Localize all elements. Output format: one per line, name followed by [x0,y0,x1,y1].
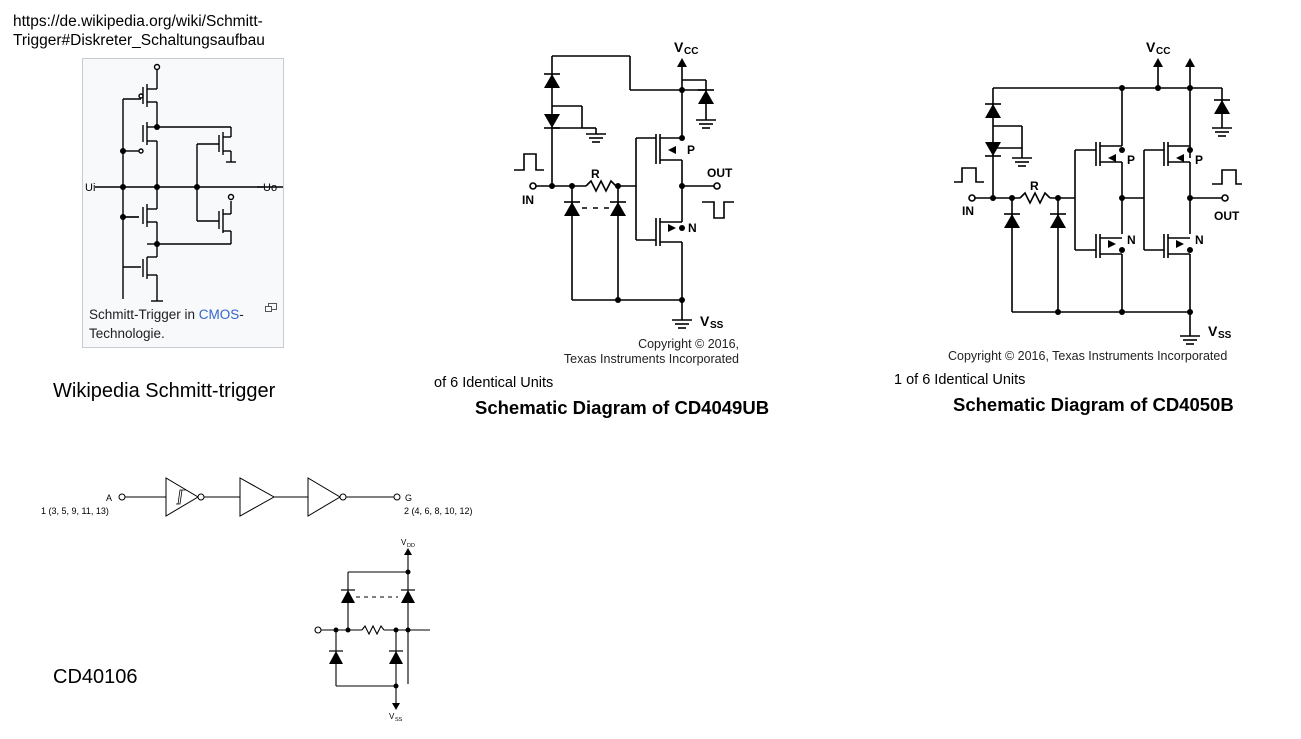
vcc-subscript: CC [1156,46,1170,57]
in-label: IN [522,193,534,207]
vss-label: V [389,712,395,721]
resistor-label: R [1030,179,1039,193]
vcc-label: V [674,39,684,55]
pin-a-numbers: 1 (3, 5, 9, 11, 13) [41,506,109,516]
source-url[interactable]: https://de.wikipedia.org/wiki/Schmitt- T… [13,12,313,50]
cd40106-input-protection: V DD V SS [314,538,430,723]
caption-post: - [239,307,244,322]
vss-subscript: SS [1218,330,1232,341]
cd4050b-schematic: V CC V SS R P P N N IN OUT [954,39,1242,345]
pin-g-numbers: 2 (4, 6, 8, 10, 12) [404,506,473,516]
caption-pre: Schmitt-Trigger in [89,307,199,322]
pin-a-label: A [106,493,112,503]
cd4049-copyright-1: Copyright © 2016, [638,337,739,351]
cmos-schmitt-trigger-schematic: Ui Uo [85,63,283,302]
cd4050-units: 1 of 6 Identical Units [894,372,1026,388]
pmos-1-label: P [1127,153,1135,167]
caption-line-2: Technologie. [89,326,165,341]
pmos-2-label: P [1195,153,1203,167]
nmos-1-label: N [1127,233,1136,247]
wiki-section-label: Wikipedia Schmitt-trigger [53,380,276,402]
label-ui: Ui [85,182,95,194]
vdd-subscript: DD [407,543,415,549]
label-uo: Uo [263,182,277,194]
cd40106-logic-diagram: A 1 (3, 5, 9, 11, 13) G 2 (4, 6, 8, 10, … [41,477,473,517]
pmos-label: P [687,143,695,157]
wiki-thumbnail[interactable]: Ui Uo Schmitt-Trigger in CMOS- Technolog… [82,58,284,348]
vcc-subscript: CC [684,46,698,57]
url-line-1: https://de.wikipedia.org/wiki/Schmitt- [13,13,263,30]
cd4049-copyright-2: Texas Instruments Incorporated [563,352,739,366]
cmos-link[interactable]: CMOS [198,307,240,322]
vss-subscript: SS [395,717,403,723]
cd40106-section-label: CD40106 [53,666,138,688]
nmos-2-label: N [1195,233,1204,247]
cd4050-copyright: Copyright © 2016, Texas Instruments Inco… [948,349,1228,363]
enlarge-icon[interactable] [265,303,277,313]
cd4049-units: of 6 Identical Units [434,375,554,391]
thumbnail-caption: Schmitt-Trigger in CMOS- Technologie. [89,305,274,343]
url-line-2: Trigger#Diskreter_Schaltungsaufbau [13,32,265,49]
out-label: OUT [1214,209,1240,223]
cd4050-title: Schematic Diagram of CD4050B [953,394,1234,415]
out-label: OUT [707,166,733,180]
pin-g-label: G [405,493,412,503]
vss-label: V [700,313,710,329]
vcc-label: V [1146,39,1156,55]
nmos-label: N [688,221,697,235]
cd4049-title: Schematic Diagram of CD4049UB [475,397,770,418]
vss-label: V [1208,323,1218,339]
vdd-label: V [401,538,407,547]
resistor-label: R [591,167,600,181]
cd4049-copyright: Copyright © 2016, Texas Instruments Inco… [551,337,739,367]
in-label: IN [962,204,974,218]
cd4049ub-schematic: V CC V SS R P N IN OUT [514,39,734,331]
vss-subscript: SS [710,320,724,331]
